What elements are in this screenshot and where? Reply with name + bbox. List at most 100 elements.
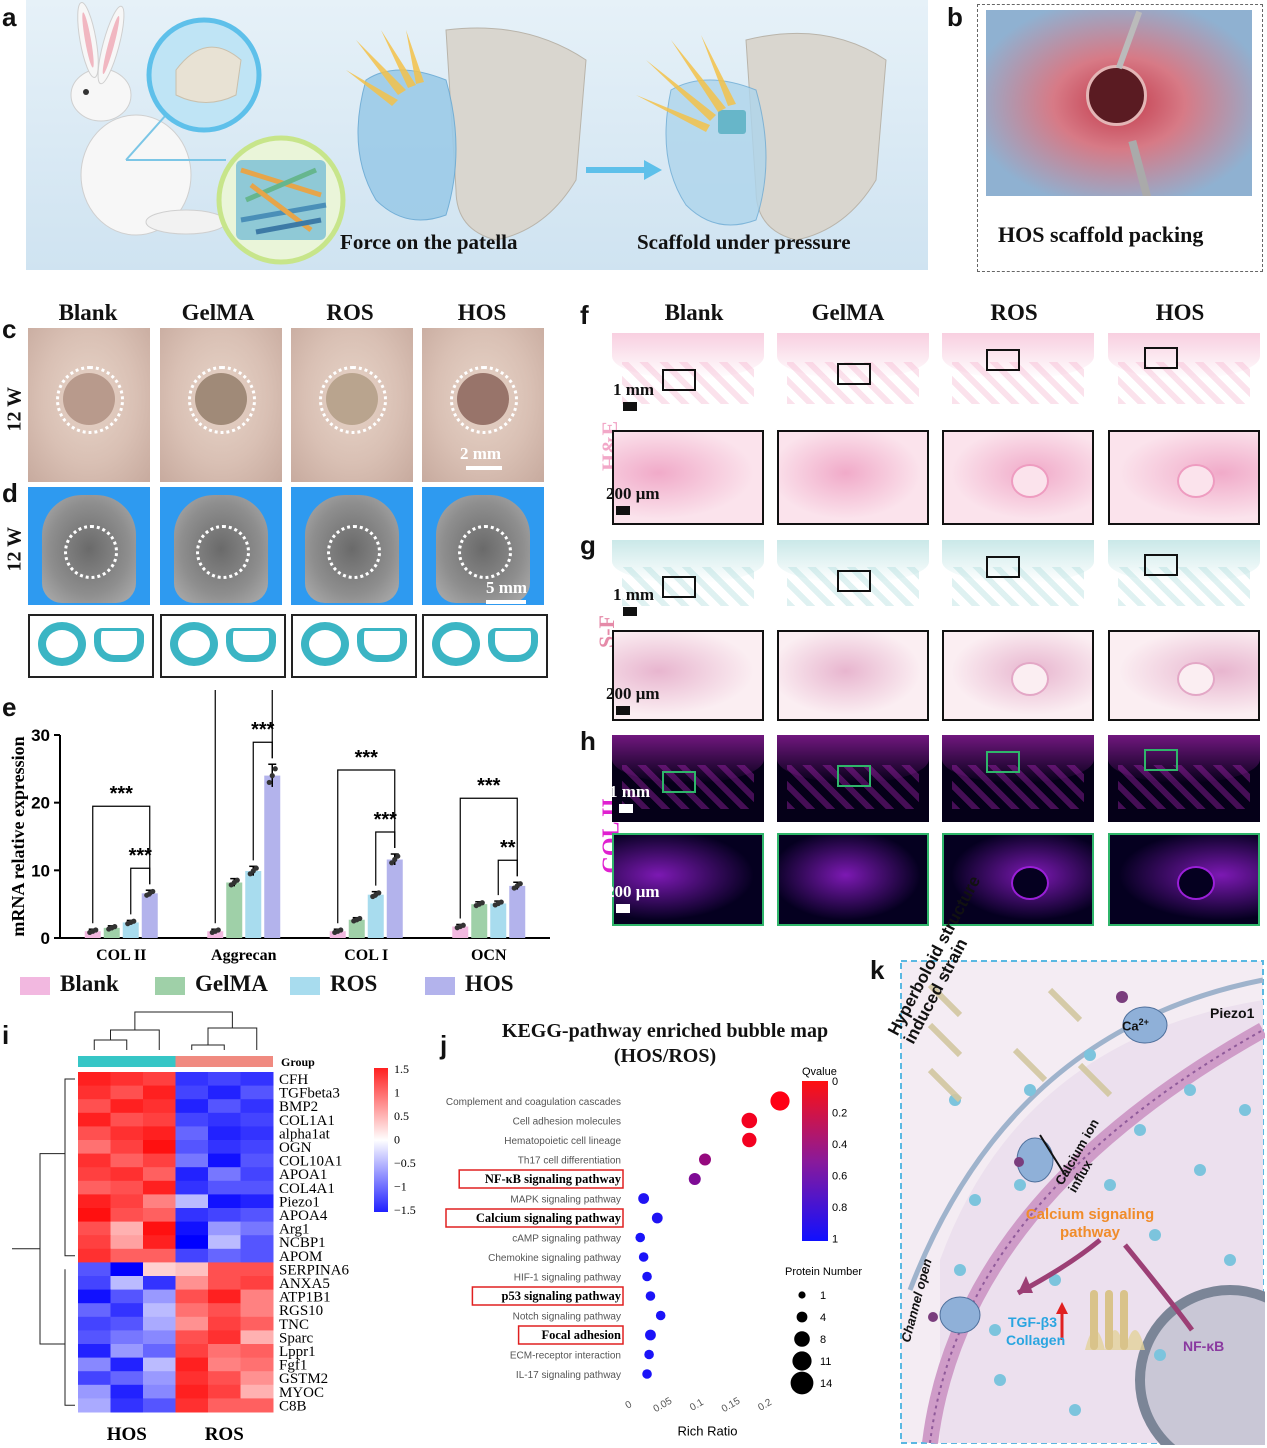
heatmap-cell — [110, 1208, 144, 1223]
pathway-label: HIF-1 signaling pathway — [514, 1273, 621, 1284]
heatmap-cell — [208, 1221, 241, 1236]
time-label-c: 12 W — [3, 386, 26, 432]
zoom-box — [1144, 554, 1178, 576]
zoom-box — [662, 771, 696, 793]
heatmap-cell — [110, 1140, 144, 1155]
ring-icon — [301, 622, 349, 666]
heatmap-cell — [143, 1085, 176, 1100]
heatmap-cell — [175, 1208, 209, 1223]
bubble-point — [638, 1193, 650, 1204]
heatmap-cell — [240, 1276, 274, 1291]
heatmap-cell — [208, 1276, 241, 1291]
trabecular-texture — [1118, 362, 1250, 404]
data-point — [215, 927, 221, 933]
y-tick-label: 10 — [31, 861, 50, 880]
surgery-photo — [986, 10, 1252, 196]
bar-blank — [329, 931, 346, 938]
size-legend-dot — [796, 1311, 808, 1323]
x-tick-label: 0.2 — [756, 1397, 774, 1414]
gene-label: RGS10 — [279, 1303, 323, 1319]
heatmap-cell — [208, 1303, 241, 1318]
heatmap-cell — [240, 1235, 274, 1250]
heatmap-cell — [78, 1357, 111, 1372]
gene-label: GSTM2 — [279, 1371, 328, 1387]
histology-high-col2-2 — [942, 833, 1094, 926]
gene-label: SERPINA6 — [279, 1262, 350, 1278]
bubble-point — [742, 1132, 757, 1148]
data-point — [389, 860, 395, 866]
gross-photo-2 — [291, 328, 413, 482]
trabecular-texture — [787, 765, 919, 809]
lacuna — [1176, 866, 1215, 901]
significance-bracket — [252, 741, 273, 861]
data-point — [395, 853, 401, 859]
label-collagen: Collagen — [1006, 1332, 1066, 1348]
heatmap-cell — [240, 1112, 274, 1127]
microct-photo-0 — [28, 487, 150, 605]
microct-photo-2 — [291, 487, 413, 605]
x-axis-label: Rich Ratio — [678, 1424, 738, 1439]
gene-label: APOM — [279, 1249, 322, 1265]
histology-high-he-2 — [942, 430, 1094, 525]
scale-bar-line — [616, 706, 630, 715]
color-legend-tick: 1 — [394, 1086, 400, 1100]
heatmap-cell — [110, 1235, 144, 1250]
histology-low-col2-0 — [612, 735, 764, 822]
heatmap-cell — [110, 1072, 144, 1087]
size-legend-label: 14 — [820, 1378, 832, 1390]
dotted-circle — [458, 525, 512, 579]
trabecular-texture — [622, 362, 754, 404]
gene-label: alpha1at — [279, 1126, 331, 1142]
bar-blank — [452, 926, 469, 938]
heatmap-cell — [208, 1085, 241, 1100]
gene-label: COL10A1 — [279, 1154, 342, 1170]
bar-gelma — [103, 927, 120, 938]
heatmap-cell — [78, 1384, 111, 1399]
heatmap-cell — [78, 1208, 111, 1223]
zoom-box — [986, 556, 1020, 578]
heatmap-cell — [175, 1194, 209, 1209]
pathway-label: Notch signaling pathway — [513, 1312, 621, 1323]
bar-gelma — [471, 904, 488, 938]
panel-label-d: d — [2, 478, 18, 508]
x-tick-label: 0 — [624, 1399, 635, 1412]
heatmap-cell — [208, 1099, 241, 1114]
scale-bar-histo: 1 mm — [613, 380, 654, 411]
significance-stars: *** — [477, 775, 501, 797]
significance-bracket — [337, 769, 396, 924]
heatmap-cell — [175, 1235, 209, 1250]
heatmap-cell — [208, 1398, 241, 1413]
heatmap-cell — [240, 1344, 274, 1359]
pathway-highlight-box — [445, 1208, 624, 1228]
heatmap-cell — [110, 1276, 144, 1291]
color-legend-title: Qvalue — [802, 1066, 837, 1078]
open-channel — [928, 1296, 981, 1334]
col-head-hos-f: HOS — [1155, 300, 1205, 325]
color-legend-tick: 0.5 — [394, 1109, 409, 1123]
heatmap-cell — [110, 1180, 144, 1195]
heatmap-cell — [175, 1180, 209, 1195]
heatmap-cell — [143, 1167, 176, 1182]
transition-arrow — [586, 160, 662, 180]
heatmap-cell — [175, 1112, 209, 1127]
panel-label-g: g — [580, 530, 596, 560]
significance-stars: *** — [110, 783, 134, 805]
significance-stars: *** — [129, 845, 153, 867]
heatmap-cell — [78, 1398, 111, 1413]
pathway-label: MAPK signaling pathway — [510, 1195, 621, 1206]
zoom-box — [986, 751, 1020, 773]
panel-k-diagram — [900, 960, 1265, 1445]
bubble-point — [642, 1369, 652, 1379]
heatmap-cell — [175, 1126, 209, 1141]
panel-label-h: h — [580, 726, 596, 756]
heatmap-cell — [110, 1316, 144, 1331]
column-dendrogram — [93, 1011, 258, 1050]
data-point — [460, 922, 466, 928]
group-bar-hos — [78, 1056, 176, 1067]
heatmap-cell — [78, 1330, 111, 1345]
histology-low-sf-3 — [1108, 540, 1260, 618]
scale-bar-histo: 1 mm — [609, 782, 650, 813]
col-head-blank-c: Blank — [58, 300, 118, 325]
panel-a-illustration — [70, 2, 887, 265]
